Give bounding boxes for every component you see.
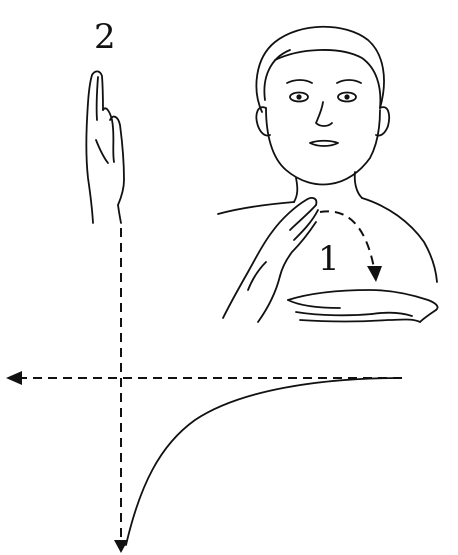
trajectory-curve — [126, 378, 400, 545]
signing-hand-figure — [223, 198, 318, 322]
step-label-1: 1 — [318, 239, 340, 279]
step-label-2: 2 — [94, 17, 116, 57]
horizontal-dashed-arrow — [6, 371, 402, 385]
raised-hand-figure — [86, 71, 124, 223]
head-figure — [256, 27, 389, 202]
flat-hand-figure — [288, 290, 438, 322]
vertical-dashed-arrow — [114, 228, 128, 553]
